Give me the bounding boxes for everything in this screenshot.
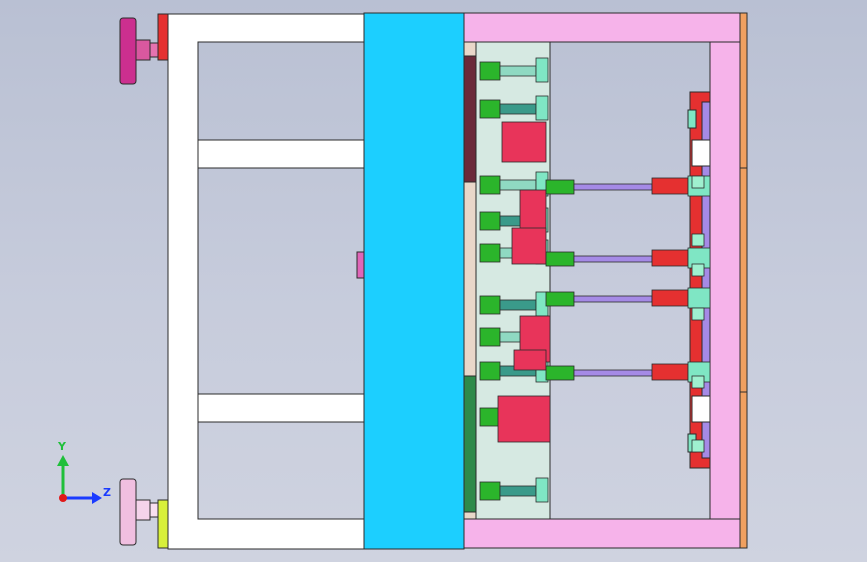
y-axis-label: Y [58,440,66,453]
clamp-cylinder [479,407,501,427]
axis-triad [57,455,102,504]
rail-bolt [691,375,705,389]
rod-actuator [651,363,689,381]
frame-mid-tab [356,251,365,279]
rod-cylinder [545,291,575,307]
rod-bracket [687,287,711,309]
clamp-arm [499,485,537,497]
push-rod [573,255,653,263]
clamp-cylinder [479,175,501,195]
locating-block [501,121,547,163]
z-axis-label: Z [103,486,111,499]
rod-cylinder [545,179,575,195]
locating-block [511,227,547,265]
orange-edge-strip [739,12,748,549]
rail-bolt [691,175,705,189]
frame-bottom-cap-yellow [157,499,169,549]
push-rod [573,183,653,191]
frame-inner-panel [197,41,365,520]
pink-right-post [709,41,741,520]
locating-block [513,349,547,371]
frame-top-cap-red [157,13,169,61]
rod-cylinder [545,251,575,267]
pink-frame [463,12,748,549]
push-rod [573,295,653,303]
clamp-arm [499,103,537,115]
frame-crossbar-lower [197,393,365,423]
pink-bottom-bar [463,518,741,549]
clamp-arm [499,299,537,311]
clamp-cylinder [479,99,501,119]
clamp-stations [479,57,711,503]
frame-body [167,13,365,550]
clamp-head [535,477,549,503]
guide-rail [687,91,711,469]
frame-crossbar-upper [197,139,365,169]
locating-block [497,395,551,443]
clamp-arm [499,179,537,191]
blue-plate [363,12,465,550]
rod-cylinder [545,365,575,381]
clamp-arm [499,65,537,77]
rail-bolt [691,233,705,247]
left-frame [157,13,365,550]
clamp-head [535,95,549,121]
clamp-head [535,57,549,83]
clamp-cylinder [479,481,501,501]
clamp-cylinder [479,295,501,315]
handwheel-top [119,17,159,85]
rod-actuator [651,177,689,195]
pink-top-bar [463,12,741,43]
rod-actuator [651,249,689,267]
clamp-cylinder [479,327,501,347]
push-rod [573,369,653,377]
green-slot-bottom [463,375,477,513]
clamp-cylinder [479,61,501,81]
handwheel-bottom [119,478,159,546]
clamp-cylinder [479,361,501,381]
clamp-cylinder [479,211,501,231]
locating-block [519,189,547,231]
rod-actuator [651,289,689,307]
rail-bolt [691,307,705,321]
clamp-cylinder [479,243,501,263]
rail-bolt [691,439,705,453]
rail-bolt [691,263,705,277]
dark-slot-top [463,55,477,183]
